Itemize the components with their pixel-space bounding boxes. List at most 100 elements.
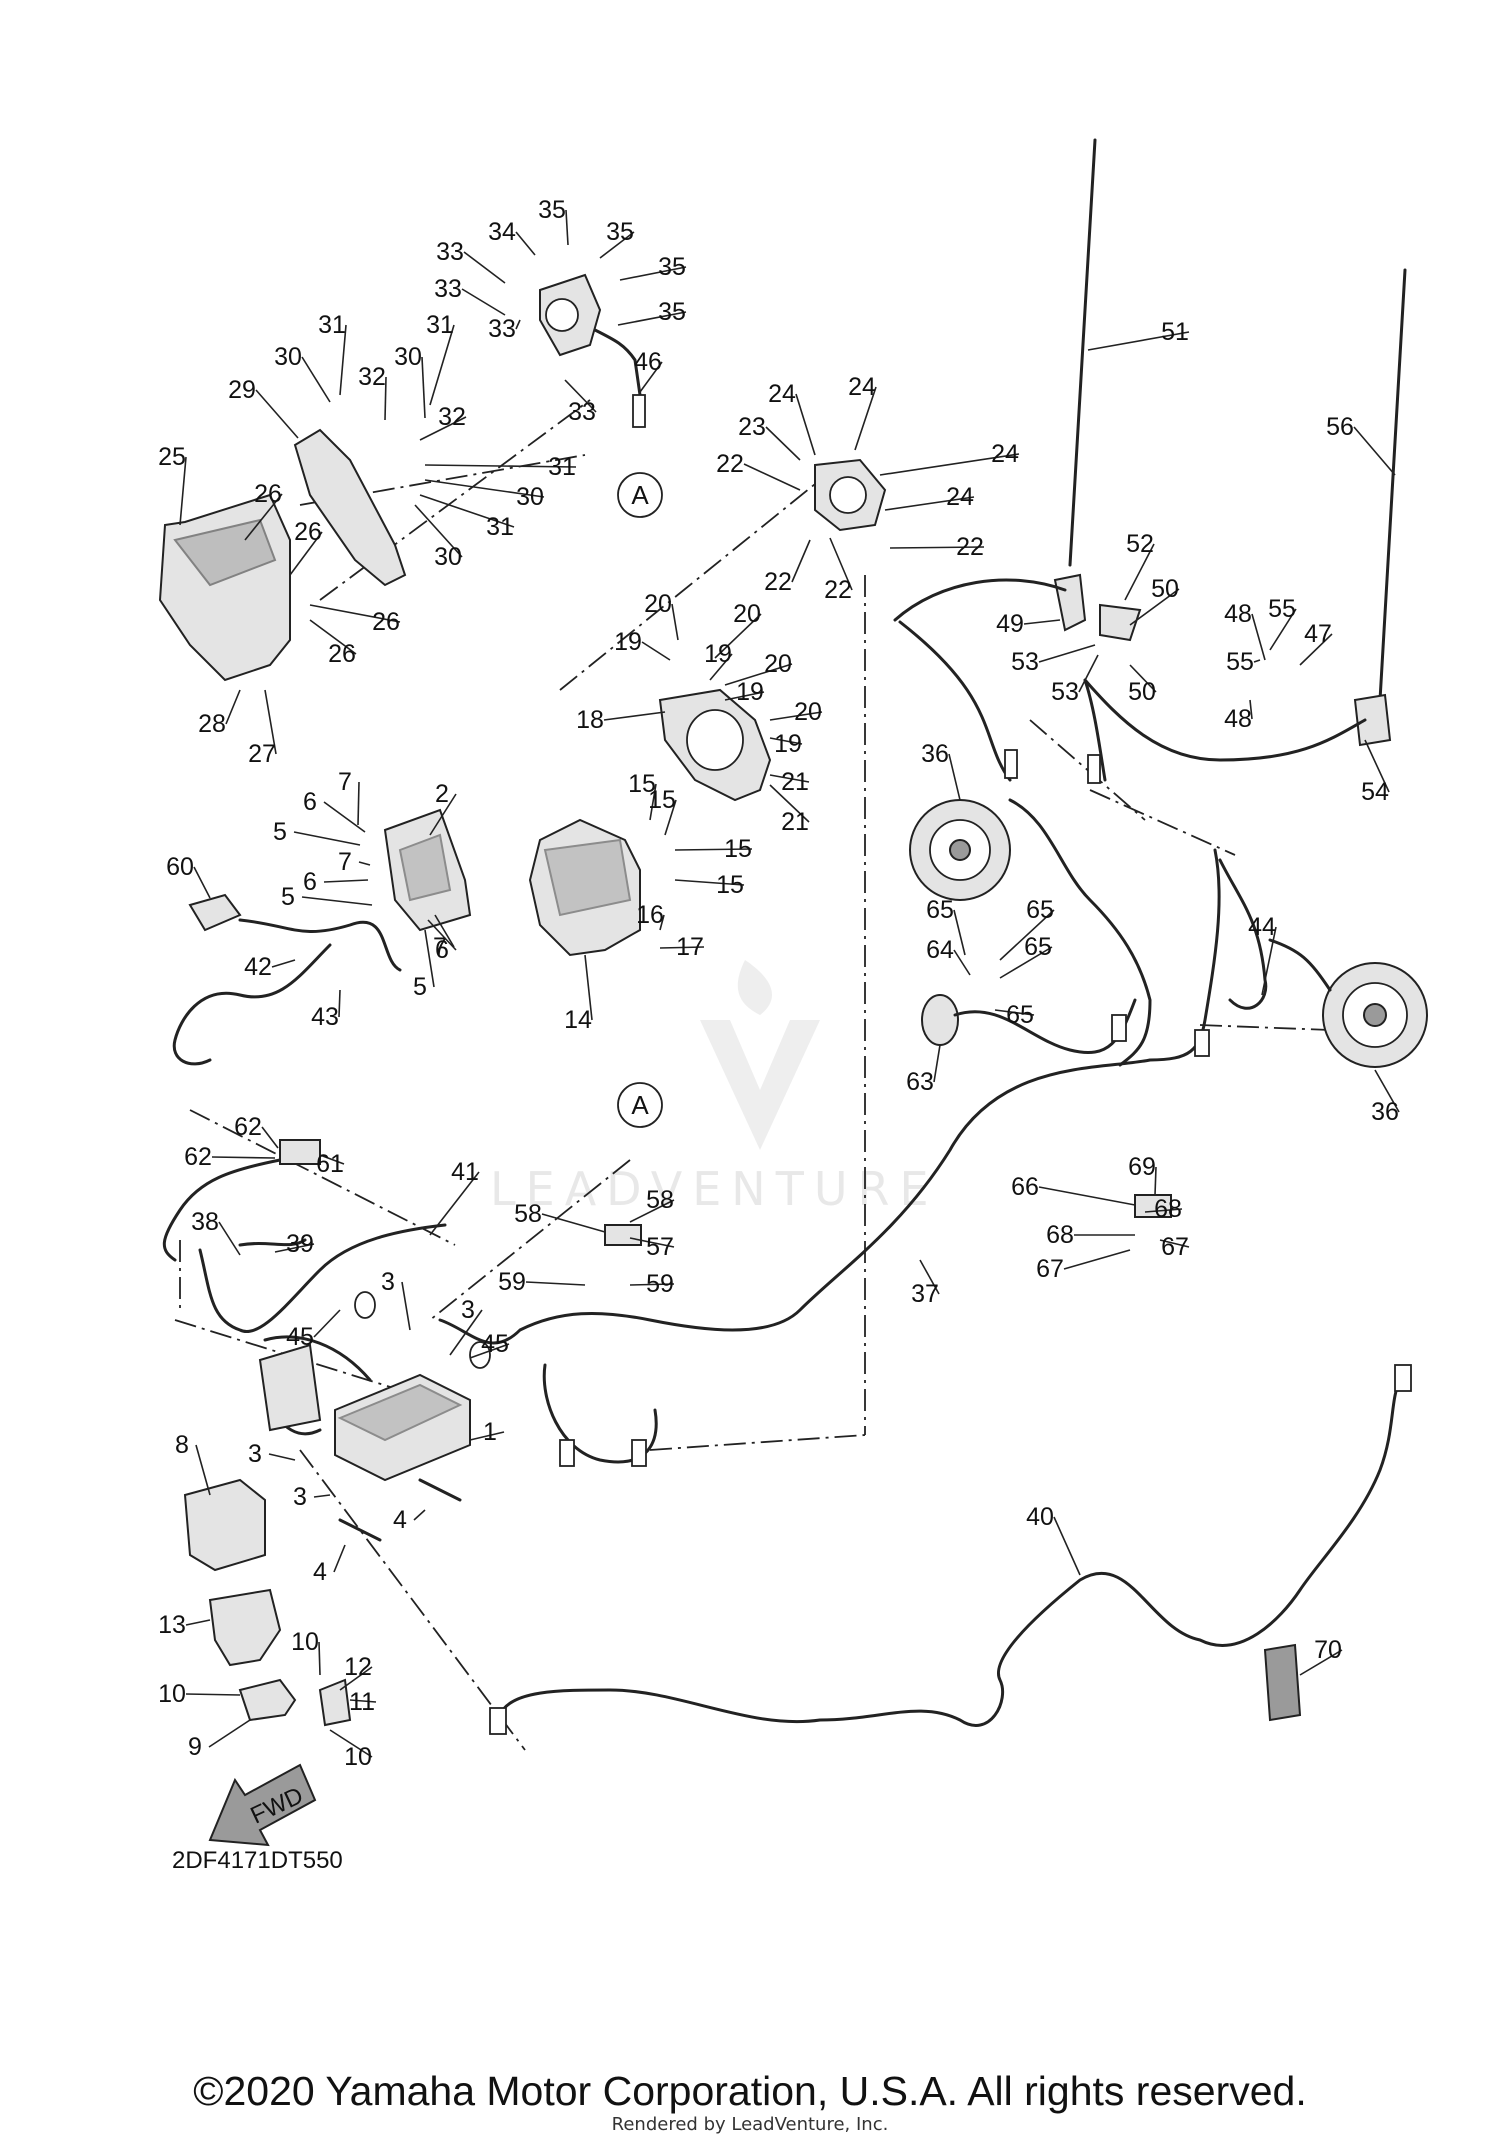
callout-leader-line bbox=[674, 879, 745, 886]
callout-leader-line bbox=[1374, 1069, 1400, 1113]
callout-leader-line bbox=[724, 691, 765, 701]
callout-leader-line bbox=[463, 251, 506, 284]
callout-leader-line bbox=[769, 774, 810, 783]
callout-leader-line bbox=[318, 1641, 321, 1676]
callout-leader-line bbox=[724, 663, 793, 686]
callout-number-59: 59 bbox=[646, 1270, 674, 1298]
callout-leader-line bbox=[1249, 699, 1253, 720]
callout-leader-line bbox=[829, 537, 853, 591]
callout-number-37: 37 bbox=[911, 1280, 939, 1308]
callout-leader-line bbox=[541, 1213, 606, 1233]
callout-leader-line bbox=[185, 1619, 211, 1626]
callout-number-65: 65 bbox=[1026, 896, 1054, 924]
callout-number-65: 65 bbox=[926, 896, 954, 924]
callout-number-35: 35 bbox=[606, 218, 634, 246]
callout-number-70: 70 bbox=[1314, 1636, 1342, 1664]
callout-leader-line bbox=[1353, 426, 1396, 476]
callout-number-10: 10 bbox=[344, 1743, 372, 1771]
callout-leader-line bbox=[515, 231, 536, 256]
callout-number-57: 57 bbox=[646, 1233, 674, 1261]
callout-number-32: 32 bbox=[358, 363, 386, 391]
callout-leader-line bbox=[641, 641, 671, 661]
callout-leader-line bbox=[854, 386, 877, 451]
callout-leader-line bbox=[714, 613, 762, 659]
callout-number-5: 5 bbox=[281, 883, 295, 911]
callout-leader-line bbox=[349, 1699, 377, 1703]
callout-number-36: 36 bbox=[1371, 1098, 1399, 1126]
callout-leader-line bbox=[338, 989, 341, 1018]
callout-leader-line bbox=[384, 376, 387, 421]
reference-marker-a-top: A bbox=[617, 472, 663, 518]
callout-number-30: 30 bbox=[516, 483, 544, 511]
callout-leader-line bbox=[629, 1283, 675, 1286]
callout-leader-line bbox=[358, 861, 371, 866]
callout-number-20: 20 bbox=[644, 590, 672, 618]
callout-number-46: 46 bbox=[634, 348, 662, 376]
callout-leader-line bbox=[413, 1509, 426, 1521]
callout-leader-line bbox=[339, 1666, 373, 1691]
control-unit-8 bbox=[183, 1478, 352, 1727]
callout-leader-line bbox=[999, 909, 1055, 961]
callout-leader-line bbox=[309, 604, 401, 623]
callout-number-7: 7 bbox=[433, 933, 447, 961]
callout-number-52: 52 bbox=[1126, 530, 1154, 558]
callout-leader-line bbox=[1129, 588, 1180, 626]
callout-number-21: 21 bbox=[781, 768, 809, 796]
callout-number-33: 33 bbox=[436, 238, 464, 266]
callout-number-30: 30 bbox=[274, 343, 302, 371]
callout-leader-line bbox=[948, 753, 961, 801]
callout-leader-line bbox=[419, 416, 467, 441]
callout-number-3: 3 bbox=[381, 1268, 395, 1296]
callout-number-6: 6 bbox=[303, 788, 317, 816]
callout-leader-line bbox=[255, 389, 299, 439]
callout-leader-line bbox=[617, 311, 687, 326]
watermark-text: LEADVENTURE bbox=[490, 1162, 939, 1216]
callout-number-53: 53 bbox=[1051, 678, 1079, 706]
callout-number-33: 33 bbox=[488, 315, 516, 343]
callout-leader-line bbox=[274, 1243, 315, 1253]
callout-number-20: 20 bbox=[764, 650, 792, 678]
callout-leader-line bbox=[424, 929, 435, 988]
callout-leader-line bbox=[919, 1259, 940, 1295]
diagram-code: 2DF4171DT550 bbox=[172, 1847, 343, 1874]
callout-leader-line bbox=[333, 1544, 346, 1573]
callout-number-54: 54 bbox=[1361, 778, 1389, 806]
callout-leader-line bbox=[619, 266, 687, 281]
callout-number-19: 19 bbox=[614, 628, 642, 656]
callout-leader-line bbox=[629, 1199, 675, 1223]
callout-leader-line bbox=[999, 946, 1053, 979]
callout-number-47: 47 bbox=[1304, 620, 1332, 648]
callout-leader-line bbox=[268, 1453, 296, 1461]
callout-leader-line bbox=[565, 209, 569, 246]
callout-number-53: 53 bbox=[1011, 648, 1039, 676]
callout-number-31: 31 bbox=[486, 513, 514, 541]
callout-number-69: 69 bbox=[1128, 1153, 1156, 1181]
callout-number-32: 32 bbox=[438, 403, 466, 431]
callout-leader-line bbox=[1087, 331, 1190, 351]
callout-leader-line bbox=[743, 463, 801, 491]
callout-leader-line bbox=[357, 781, 360, 826]
callout-number-26: 26 bbox=[294, 518, 322, 546]
callout-number-20: 20 bbox=[733, 600, 761, 628]
amplifier-unit-1 bbox=[258, 1335, 471, 1542]
callout-number-50: 50 bbox=[1128, 678, 1156, 706]
callout-leader-line bbox=[421, 356, 426, 419]
callout-leader-line bbox=[293, 831, 361, 846]
callout-number-55: 55 bbox=[1226, 648, 1254, 676]
callout-leader-line bbox=[429, 324, 455, 406]
callout-leader-line bbox=[261, 1126, 279, 1149]
callout-number-18: 18 bbox=[576, 706, 604, 734]
callout-leader-line bbox=[323, 879, 369, 883]
callout-leader-line bbox=[429, 793, 457, 836]
callout-leader-line bbox=[264, 689, 277, 755]
callout-leader-line bbox=[769, 784, 810, 823]
callout-number-6: 6 bbox=[435, 936, 449, 964]
callout-leader-line bbox=[424, 464, 577, 468]
callout-leader-line bbox=[933, 1044, 941, 1083]
callout-leader-line bbox=[795, 393, 816, 456]
callout-leader-line bbox=[1144, 1208, 1183, 1213]
callout-leader-line bbox=[953, 949, 971, 976]
callout-leader-line bbox=[953, 909, 966, 956]
